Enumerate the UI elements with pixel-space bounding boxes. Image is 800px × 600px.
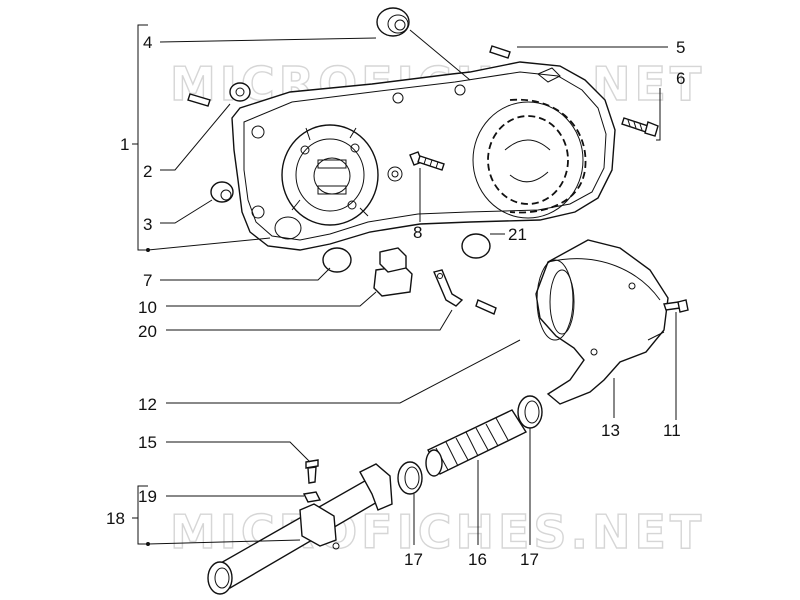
callout-13: 13 — [601, 421, 620, 440]
pipe-clip — [302, 491, 322, 503]
callout-5: 5 — [676, 38, 685, 57]
callout-numbers: 1 4 5 6 2 3 8 7 21 10 20 12 13 11 15 19 … — [106, 33, 685, 569]
rubber-block — [373, 247, 413, 297]
callout-18: 18 — [106, 509, 125, 528]
rubber-bushing — [210, 181, 234, 203]
transmission-cover — [231, 61, 616, 251]
hose-clamp-right — [517, 395, 543, 429]
intake-pipe — [207, 463, 393, 595]
callout-12: 12 — [138, 395, 157, 414]
bearing — [376, 7, 410, 37]
callout-19: 19 — [138, 487, 157, 506]
callout-17-left: 17 — [404, 550, 423, 569]
duct-screw — [663, 299, 689, 313]
callout-16: 16 — [468, 550, 487, 569]
leader-lines — [132, 24, 677, 546]
rubber-plug — [322, 247, 352, 273]
callout-8: 8 — [413, 223, 422, 242]
hose-clamp-left — [397, 461, 423, 495]
callout-21: 21 — [508, 225, 527, 244]
callout-1: 1 — [120, 135, 129, 154]
callout-4: 4 — [143, 33, 152, 52]
dowel-pin-and-bushing — [187, 82, 251, 107]
callout-11: 11 — [663, 421, 681, 440]
dowel-pin — [489, 45, 511, 59]
callout-6: 6 — [676, 69, 685, 88]
bellows-hose — [425, 409, 528, 477]
callout-15: 15 — [138, 433, 157, 452]
cooling-air-duct — [535, 239, 669, 405]
callout-10: 10 — [138, 298, 157, 317]
pipe-screw — [305, 459, 319, 484]
callout-2: 2 — [143, 162, 152, 181]
callout-20: 20 — [138, 322, 157, 341]
callout-3: 3 — [143, 215, 152, 234]
screw — [409, 151, 445, 171]
callout-17-right: 17 — [520, 550, 539, 569]
bracket-and-screw — [433, 269, 497, 315]
rubber-plug-2 — [461, 233, 491, 259]
cover-screw — [621, 117, 659, 137]
callout-7: 7 — [143, 271, 152, 290]
